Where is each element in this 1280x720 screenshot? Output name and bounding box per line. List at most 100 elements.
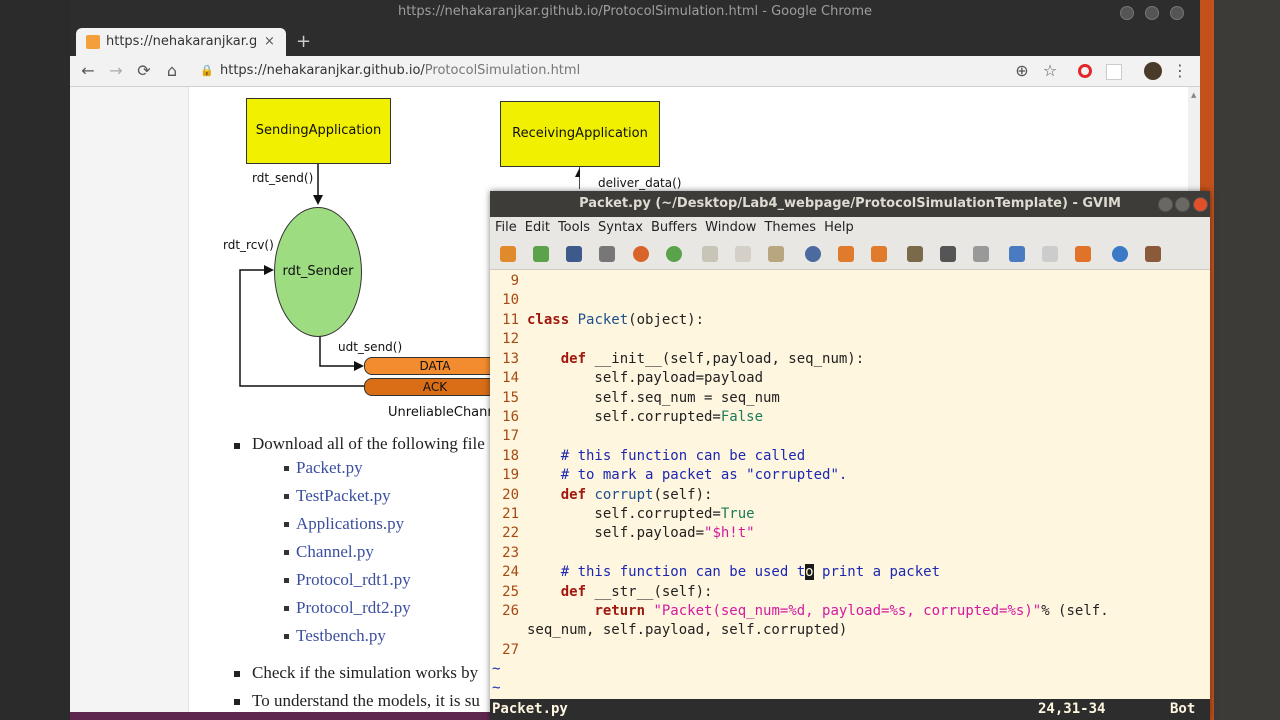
copy-icon[interactable]: [735, 246, 751, 262]
maximize-button[interactable]: [1145, 6, 1159, 20]
url-path: ProtocolSimulation.html: [424, 63, 581, 78]
data-channel-pipe: DATA: [364, 357, 506, 375]
status-cursor-position: 24,31-34: [1038, 701, 1106, 717]
gvim-window: Packet.py (~/Desktop/Lab4_webpage/Protoc…: [490, 191, 1210, 720]
save-session-icon[interactable]: [533, 246, 549, 262]
vim-statusline: Packet.py 24,31-34 Bot: [490, 699, 1210, 720]
open-icon[interactable]: [500, 246, 516, 262]
code-line-16: self.corrupted=False: [527, 409, 764, 425]
run-script-icon[interactable]: [973, 246, 989, 262]
jump-tag-icon[interactable]: [1075, 246, 1091, 262]
scroll-up-icon[interactable]: ▲: [1191, 91, 1197, 99]
code-line-14: self.payload=payload: [527, 370, 764, 386]
shell-icon[interactable]: [1042, 246, 1058, 262]
chrome-menu-icon[interactable]: ⋮: [1172, 61, 1188, 80]
line-number: 26: [502, 603, 519, 619]
code-editor[interactable]: 9 10 11 12 13 14 15 16 17 18 19 20 21 22…: [490, 270, 1210, 700]
new-tab-button[interactable]: +: [296, 31, 312, 52]
file-link-testpacket[interactable]: TestPacket.py: [296, 486, 391, 505]
gvim-close-button[interactable]: [1193, 197, 1208, 212]
menu-file[interactable]: File: [495, 220, 517, 235]
empty-line-marker: ~: [492, 680, 501, 696]
address-bar[interactable]: https://nehakaranjkar.github.io/Protocol…: [220, 56, 580, 86]
back-icon[interactable]: ←: [81, 61, 95, 80]
lock-icon: 🔒: [200, 64, 214, 77]
empty-line-marker: ~: [492, 661, 501, 677]
browser-tab[interactable]: https://nehakaranjkar.git ×: [76, 28, 286, 56]
deliver-data-label: deliver_data(): [598, 176, 682, 190]
file-link-protocol-rdt1[interactable]: Protocol_rdt1.py: [296, 570, 411, 589]
desktop-left-strip: [0, 0, 70, 720]
browser-toolbar: ← → ⟳ ⌂ 🔒 https://nehakaranjkar.github.i…: [70, 56, 1200, 87]
load-session-icon[interactable]: [907, 246, 923, 262]
code-line-24: # this function can be used to print a p…: [560, 564, 941, 580]
line-number: 12: [502, 331, 519, 347]
code-line-18: # this function can be called: [560, 448, 806, 464]
sub-bullet: [284, 466, 289, 471]
extension-icon[interactable]: [1106, 64, 1122, 80]
bullet: [234, 699, 240, 705]
file-link-applications[interactable]: Applications.py: [296, 514, 405, 533]
undo-icon[interactable]: [633, 246, 649, 262]
make-icon[interactable]: [1009, 246, 1025, 262]
file-link-testbench[interactable]: Testbench.py: [296, 626, 386, 645]
menu-window[interactable]: Window: [705, 220, 757, 235]
line-number: 22: [502, 525, 519, 541]
line-number: 23: [502, 545, 519, 561]
find-next-icon[interactable]: [838, 246, 854, 262]
sub-bullet: [284, 578, 289, 583]
menu-help[interactable]: Help: [824, 220, 854, 235]
zoom-icon[interactable]: ⊕: [1015, 61, 1029, 80]
line-number: 16: [502, 409, 519, 425]
understand-text: To understand the models, it is su: [252, 691, 480, 710]
save-icon[interactable]: [566, 246, 582, 262]
ack-channel-pipe: ACK: [364, 378, 506, 396]
minimize-button[interactable]: [1120, 6, 1134, 20]
bookmark-star-icon[interactable]: ☆: [1042, 61, 1058, 80]
find-replace-icon[interactable]: [805, 246, 821, 262]
file-link-channel[interactable]: Channel.py: [296, 542, 374, 561]
menu-tools[interactable]: Tools: [557, 220, 590, 235]
opera-icon[interactable]: [1078, 64, 1092, 78]
line-number: 25: [502, 584, 519, 600]
forward-icon[interactable]: →: [109, 61, 123, 80]
tab-close-icon[interactable]: ×: [264, 34, 275, 49]
home-icon[interactable]: ⌂: [166, 61, 178, 80]
gvim-minimize-button[interactable]: [1158, 197, 1173, 212]
gvim-menubar: File Edit Tools Syntax Buffers Window Themes He…: [490, 217, 1210, 239]
line-number: 21: [502, 506, 519, 522]
reload-icon[interactable]: ⟳: [137, 61, 151, 80]
code-line-21: self.corrupted=True: [527, 506, 755, 522]
paste-icon[interactable]: [768, 246, 784, 262]
file-link-protocol-rdt2[interactable]: Protocol_rdt2.py: [296, 598, 411, 617]
find-prev-icon[interactable]: [871, 246, 887, 262]
page-left-margin: [70, 87, 189, 712]
line-number: 27: [502, 642, 519, 658]
menu-themes[interactable]: Themes: [764, 220, 817, 235]
sub-bullet: [284, 522, 289, 527]
menu-buffers[interactable]: Buffers: [650, 220, 698, 235]
line-number: 15: [502, 390, 519, 406]
sub-bullet: [284, 494, 289, 499]
line-number: 17: [502, 428, 519, 444]
line-number: 18: [502, 448, 519, 464]
profile-avatar[interactable]: [1144, 62, 1162, 80]
save-session-file-icon[interactable]: [940, 246, 956, 262]
download-text: Download all of the following file: [252, 434, 485, 453]
line-number: 10: [502, 292, 519, 308]
cut-icon[interactable]: [702, 246, 718, 262]
redo-icon[interactable]: [666, 246, 682, 262]
favicon-icon: [86, 35, 100, 49]
line-number: 13: [502, 351, 519, 367]
menu-syntax[interactable]: Syntax: [597, 220, 643, 235]
code-line-25: def __str__(self):: [560, 584, 713, 600]
print-icon[interactable]: [599, 246, 615, 262]
sub-bullet: [284, 550, 289, 555]
gvim-maximize-button[interactable]: [1175, 197, 1190, 212]
text-cursor: o: [805, 564, 814, 580]
file-link-packet[interactable]: Packet.py: [296, 458, 363, 477]
help-icon[interactable]: [1112, 246, 1128, 262]
close-button[interactable]: [1170, 6, 1184, 20]
find-help-icon[interactable]: [1145, 246, 1161, 262]
menu-edit[interactable]: Edit: [524, 220, 550, 235]
